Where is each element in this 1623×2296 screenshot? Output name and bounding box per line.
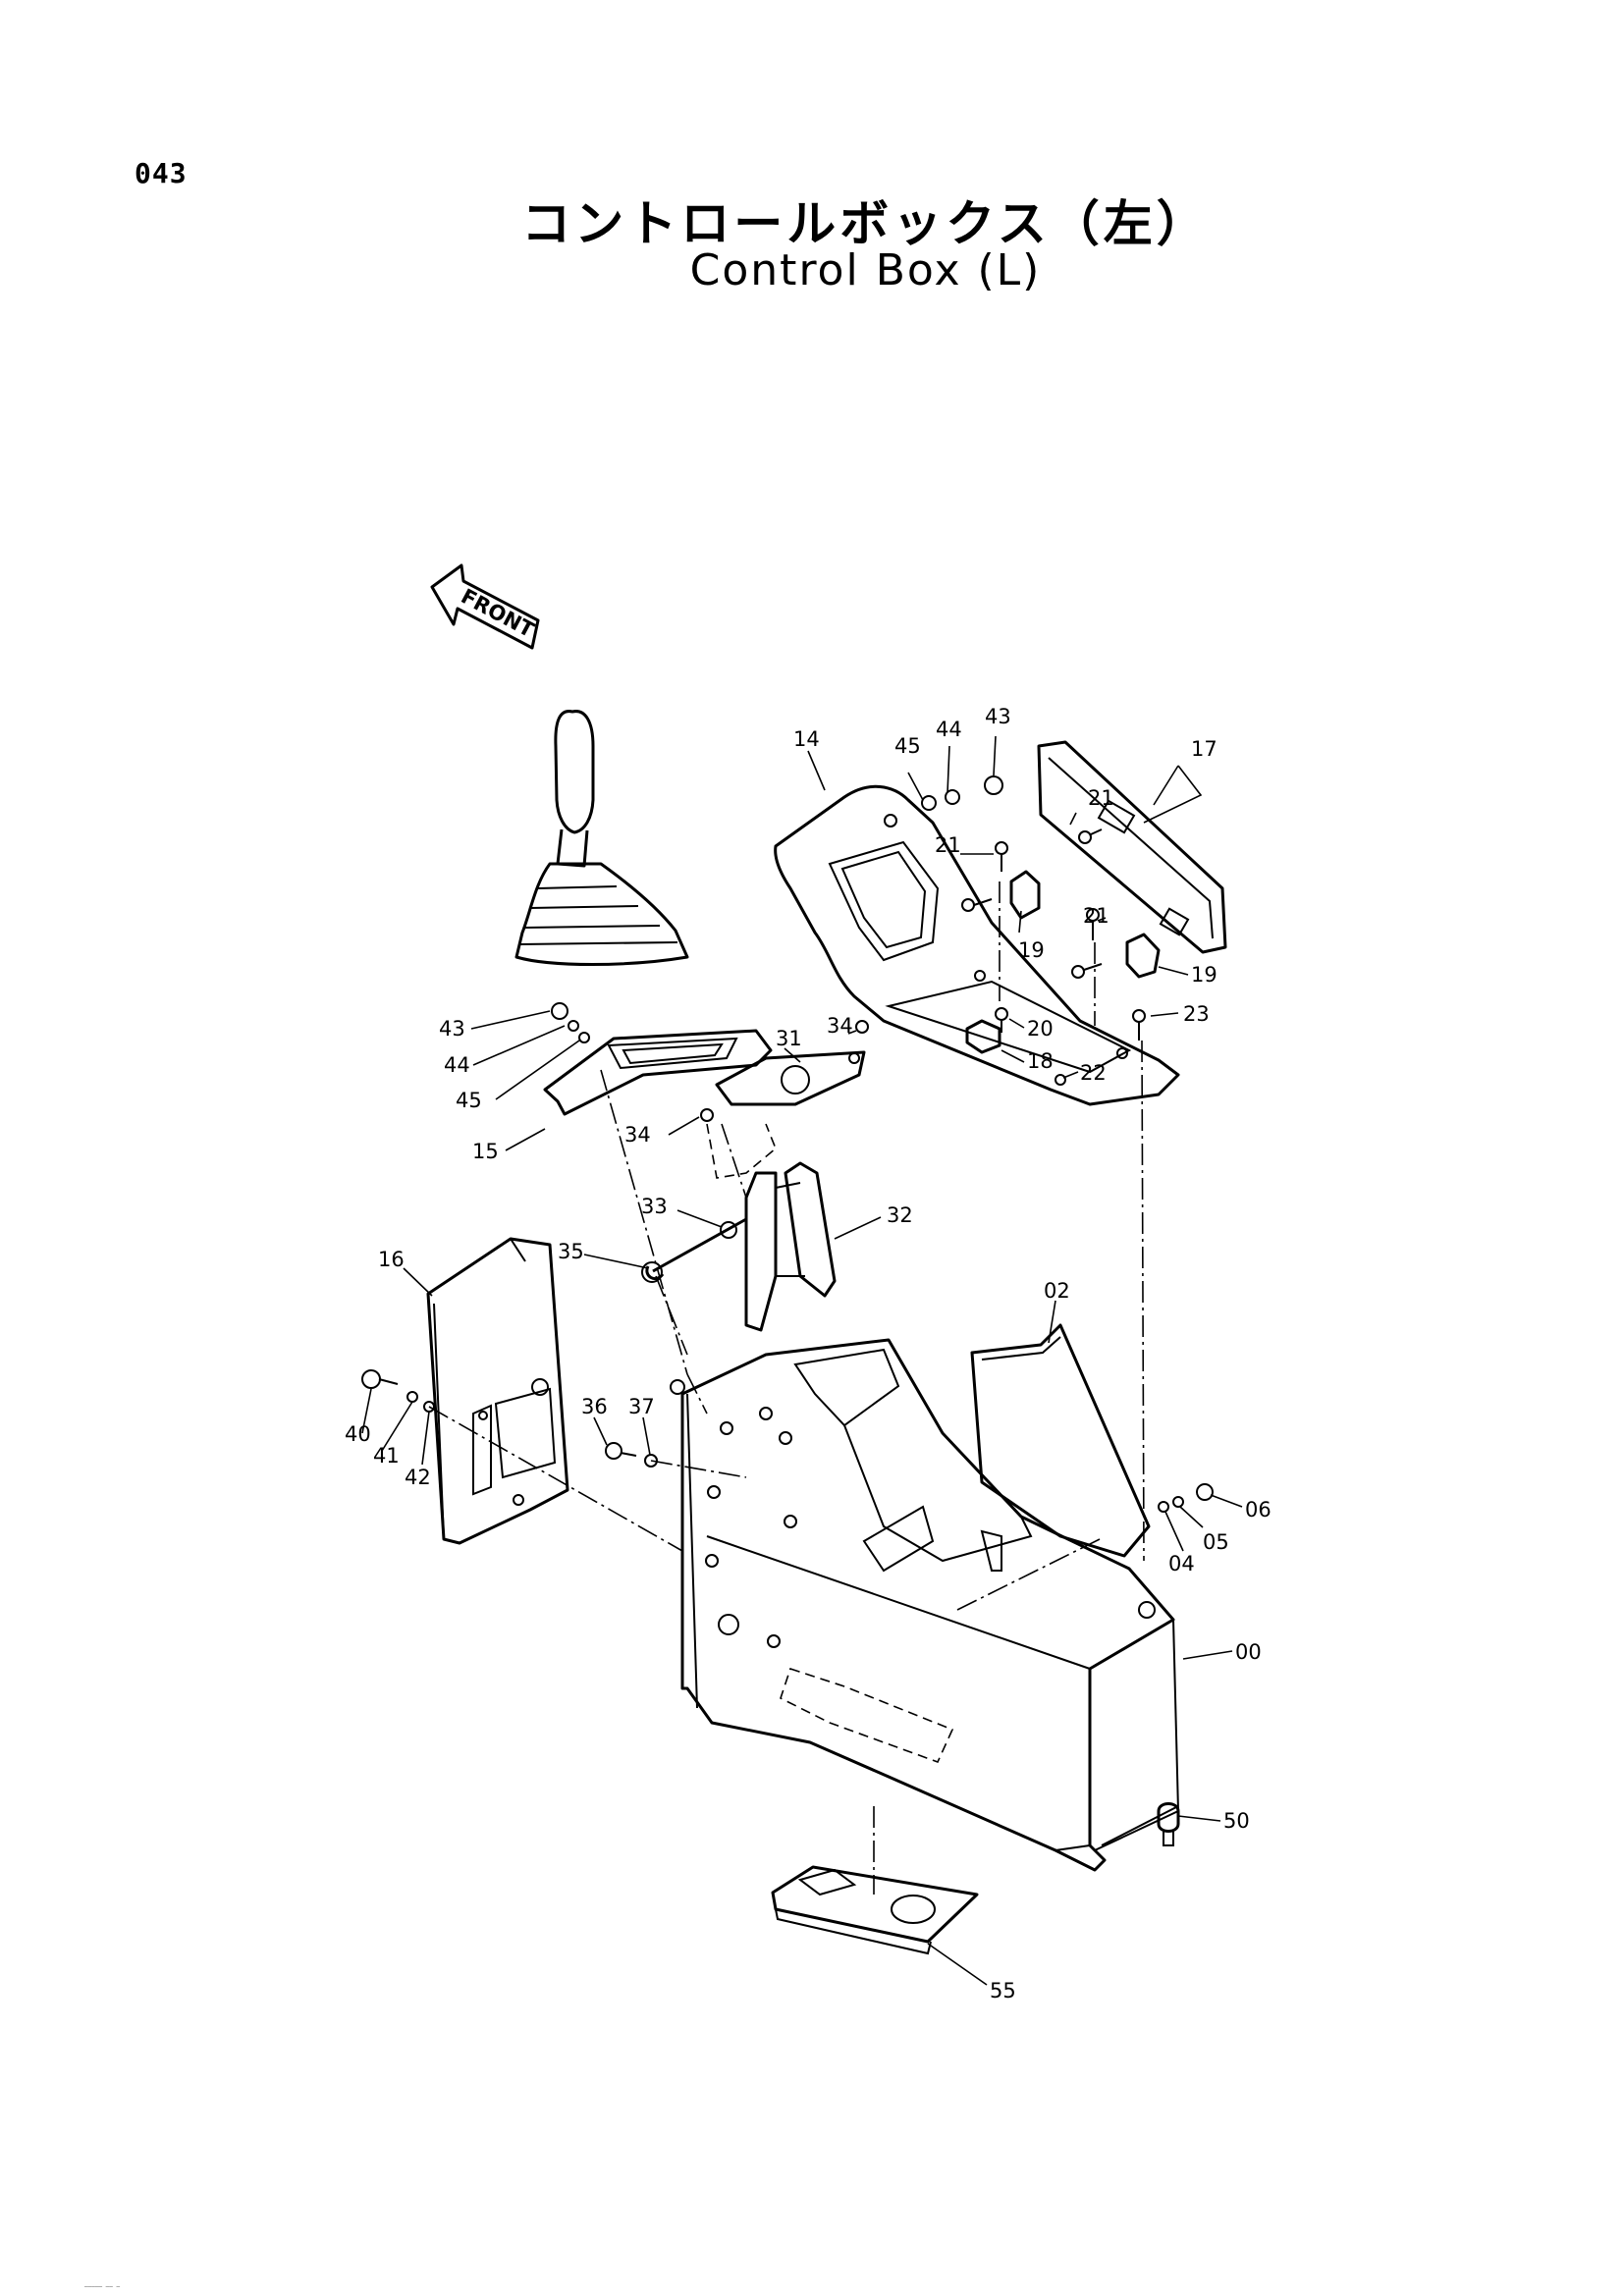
label-23: 23 xyxy=(1183,1002,1210,1026)
label-34: 34 xyxy=(827,1014,853,1038)
label-32: 32 xyxy=(887,1203,913,1227)
label-34: 34 xyxy=(624,1123,651,1147)
label-44: 44 xyxy=(936,718,962,741)
label-45: 45 xyxy=(894,734,921,758)
label-42: 42 xyxy=(405,1466,431,1489)
part-32-hinge-bracket xyxy=(641,1161,837,1332)
label-43: 43 xyxy=(439,1017,465,1041)
label-45: 45 xyxy=(456,1089,482,1112)
part-16-side-panel xyxy=(426,1237,569,1545)
label-41: 41 xyxy=(373,1444,400,1468)
label-20: 20 xyxy=(1027,1017,1054,1041)
label-36: 36 xyxy=(581,1395,608,1418)
label-04: 04 xyxy=(1168,1552,1195,1575)
assembly-lines xyxy=(428,881,1145,1895)
part-17-cover-plate xyxy=(1037,740,1227,954)
part-14-top-cover xyxy=(774,784,1180,1106)
label-55: 55 xyxy=(990,1979,1016,2002)
title-english: Control Box (L) xyxy=(689,245,1042,295)
label-14: 14 xyxy=(793,727,820,751)
label-35: 35 xyxy=(558,1240,584,1263)
footer-code: ————— —— — xyxy=(84,2283,121,2290)
control-lever-icon xyxy=(514,710,689,966)
label-33: 33 xyxy=(641,1195,668,1218)
part-55-mat xyxy=(771,1865,979,1955)
title-japanese: コントロールボックス（左） xyxy=(521,195,1210,252)
part-number-labels: 14 45 44 43 17 21 21 19 21 19 23 20 18 2… xyxy=(345,705,1271,2002)
label-00: 00 xyxy=(1235,1640,1262,1664)
label-31: 31 xyxy=(776,1027,802,1050)
label-43: 43 xyxy=(985,705,1011,728)
label-50: 50 xyxy=(1223,1809,1250,1833)
label-02: 02 xyxy=(1044,1279,1070,1303)
label-21: 21 xyxy=(935,833,961,857)
label-06: 06 xyxy=(1245,1498,1271,1522)
label-15: 15 xyxy=(472,1140,499,1163)
label-17: 17 xyxy=(1191,737,1217,761)
label-05: 05 xyxy=(1203,1530,1229,1554)
part-50-knob xyxy=(1157,1802,1180,1846)
label-18: 18 xyxy=(1027,1049,1054,1073)
leader-lines xyxy=(361,735,1243,1986)
part-31-bracket-plate xyxy=(700,1020,869,1122)
front-arrow-icon: FRONT xyxy=(430,563,540,650)
bolt-parts xyxy=(361,1369,1214,1513)
label-19: 19 xyxy=(1191,963,1217,987)
label-21: 21 xyxy=(1088,786,1114,810)
page-number: 043 xyxy=(135,157,188,189)
bracket-parts xyxy=(921,775,1161,1086)
label-16: 16 xyxy=(378,1248,405,1271)
label-40: 40 xyxy=(345,1422,371,1446)
label-19: 19 xyxy=(1018,938,1045,962)
part-15-lever-plate xyxy=(543,1002,773,1116)
part-02-side-plate xyxy=(970,1323,1151,1558)
label-21: 21 xyxy=(1083,904,1109,928)
label-22: 22 xyxy=(1080,1061,1107,1085)
label-37: 37 xyxy=(628,1395,655,1418)
label-44: 44 xyxy=(444,1053,470,1077)
